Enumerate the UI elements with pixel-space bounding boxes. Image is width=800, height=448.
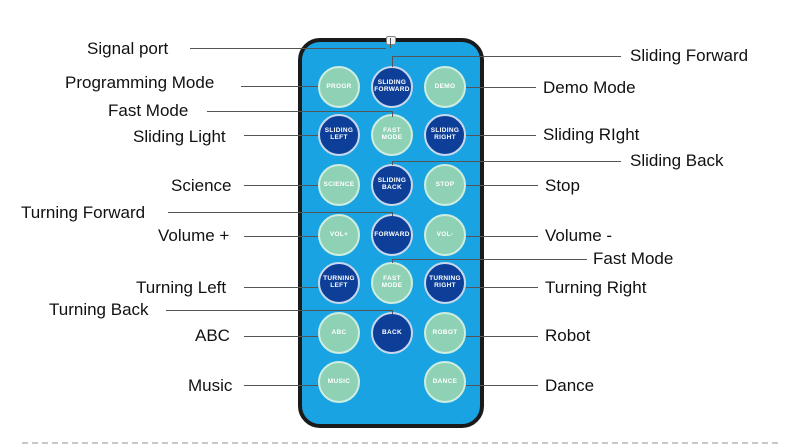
label-sliding-light: Sliding Light bbox=[133, 127, 226, 146]
label-sliding-forward: Sliding Forward bbox=[630, 46, 749, 65]
label-stop: Stop bbox=[545, 176, 580, 195]
leader-line-dance bbox=[466, 385, 538, 386]
leader-line-turning-forward bbox=[168, 212, 392, 213]
leader-line-demo-mode bbox=[466, 87, 536, 88]
label-abc: ABC bbox=[195, 326, 230, 345]
label-fast-mode-top: Fast Mode bbox=[108, 101, 189, 120]
leader-line-turning-forward-tick bbox=[392, 212, 393, 216]
dance-button[interactable]: DANCE bbox=[424, 361, 466, 403]
forward-button[interactable]: FORWARD bbox=[371, 214, 413, 256]
turning-left-button[interactable]: TURNING LEFT bbox=[318, 262, 360, 304]
leader-line-fast-mode-bottom bbox=[392, 259, 587, 260]
fast-mode-button-top[interactable]: FAST MODE bbox=[371, 114, 413, 156]
leader-line-sliding-back-tick bbox=[392, 161, 393, 165]
leader-line-signal-port-tick bbox=[390, 38, 391, 48]
stop-button[interactable]: STOP bbox=[424, 164, 466, 206]
label-dance: Dance bbox=[545, 376, 595, 395]
sliding-right-button[interactable]: SLIDING RIGHT bbox=[424, 114, 466, 156]
sliding-forward-button[interactable]: SLIDING FORWARD bbox=[371, 66, 413, 108]
label-sliding-back: Sliding Back bbox=[630, 151, 724, 170]
label-turning-forward: Turning Forward bbox=[21, 203, 146, 222]
science-button[interactable]: SCIENCE bbox=[318, 164, 360, 206]
label-turning-right: Turning Right bbox=[545, 278, 647, 297]
sliding-back-button[interactable]: SLIDING BACK bbox=[371, 164, 413, 206]
label-music: Music bbox=[188, 376, 233, 395]
progr-button[interactable]: PROGR bbox=[318, 66, 360, 108]
music-button[interactable]: MUSIC bbox=[318, 361, 360, 403]
vol-minus-button[interactable]: VOL- bbox=[424, 214, 466, 256]
leader-line-sliding-light bbox=[244, 135, 318, 136]
leader-line-turning-back bbox=[166, 310, 392, 311]
leader-line-fast-mode-top bbox=[207, 111, 392, 112]
leader-line-sliding-forward bbox=[392, 56, 621, 57]
label-signal-port: Signal port bbox=[87, 39, 169, 58]
leader-line-turning-left bbox=[244, 287, 318, 288]
label-turning-back: Turning Back bbox=[49, 300, 149, 319]
leader-line-volume-minus bbox=[466, 236, 538, 237]
back-button[interactable]: BACK bbox=[371, 312, 413, 354]
label-programming-mode: Programming Mode bbox=[65, 73, 215, 92]
robot-button[interactable]: ROBOT bbox=[424, 312, 466, 354]
label-turning-left: Turning Left bbox=[136, 278, 227, 297]
leader-line-turning-right bbox=[466, 287, 538, 288]
signal-port-sensor bbox=[386, 36, 396, 45]
label-demo-mode: Demo Mode bbox=[543, 78, 636, 97]
label-science: Science bbox=[171, 176, 232, 195]
dashed-divider bbox=[22, 442, 778, 444]
demo-button[interactable]: DEMO bbox=[424, 66, 466, 108]
leader-line-robot bbox=[466, 336, 538, 337]
sliding-left-button[interactable]: SLIDING LEFT bbox=[318, 114, 360, 156]
label-volume-minus: Volume - bbox=[545, 226, 613, 245]
leader-line-music bbox=[244, 385, 318, 386]
leader-line-fast-mode-top-tick bbox=[392, 111, 393, 117]
leader-line-programming-mode bbox=[241, 86, 318, 87]
abc-button[interactable]: ABC bbox=[318, 312, 360, 354]
vol-plus-button[interactable]: VOL+ bbox=[318, 214, 360, 256]
leader-line-science bbox=[244, 185, 318, 186]
label-sliding-right: Sliding RIght bbox=[543, 125, 640, 144]
label-fast-mode-bottom: Fast Mode bbox=[593, 249, 674, 268]
leader-line-signal-port bbox=[190, 48, 386, 49]
turning-right-button[interactable]: TURNING RIGHT bbox=[424, 262, 466, 304]
leader-line-fast-mode-bottom-tick bbox=[392, 259, 393, 263]
leader-line-sliding-forward-tick bbox=[392, 56, 393, 67]
leader-line-stop bbox=[466, 185, 538, 186]
fast-mode-button-bottom[interactable]: FAST MODE bbox=[371, 262, 413, 304]
leader-line-volume-plus bbox=[244, 236, 318, 237]
leader-line-sliding-right bbox=[466, 135, 536, 136]
label-robot: Robot bbox=[545, 326, 591, 345]
label-volume-plus: Volume + bbox=[158, 226, 230, 245]
leader-line-turning-back-tick bbox=[392, 310, 393, 314]
leader-line-sliding-back bbox=[392, 161, 621, 162]
leader-line-abc bbox=[244, 336, 318, 337]
